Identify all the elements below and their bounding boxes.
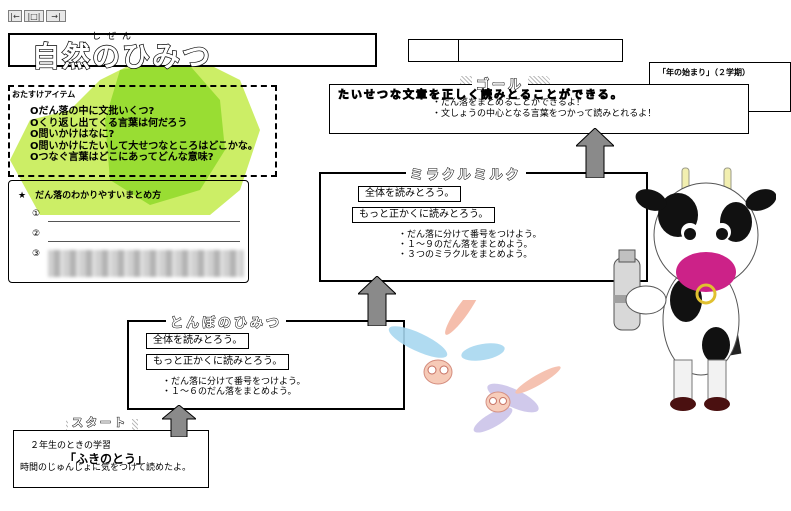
summary-box	[8, 180, 249, 283]
summary-number-1: ①	[32, 209, 41, 219]
title-frame	[8, 33, 377, 67]
miracle-line-3: ・３つのミラクルをまとめよう。	[398, 250, 533, 260]
dragonfly-line-1: ・だん落に分けて番号をつけよう。	[162, 377, 306, 387]
blurred-answer	[48, 250, 244, 277]
summary-heading-text: だん落のわかりやすいまとめ方	[35, 191, 162, 201]
dragonfly-pill-2: もっと正かくに読みとろう。	[146, 354, 290, 370]
dragonflies-illustration	[388, 300, 561, 433]
title-ruby: しぜん	[92, 32, 138, 42]
summary-line-2	[48, 241, 240, 242]
help-item: Oつなぐ言葉はどこにあってどんな意味?	[30, 152, 214, 163]
slide-index-button[interactable]: |□|	[24, 10, 44, 22]
page-title: 自然のひみつ	[31, 39, 213, 73]
summary-heading: ★ だん落のわかりやすいまとめ方	[18, 191, 162, 201]
start-line-3: 時間のじゅんじょに気をつけて読めたよ。	[20, 463, 192, 473]
dragonfly-label: とんぼのひみつ	[166, 312, 287, 332]
goal-label: ゴール	[472, 74, 529, 94]
slide-nav: |← |□| →|	[8, 10, 66, 22]
start-line-1: ２年生のときの学習	[30, 441, 112, 451]
help-item: Oくり返し出てくる言葉は何だろう	[30, 117, 188, 129]
help-items-box	[8, 85, 277, 177]
miracle-milk-label: ミラクルミルク	[406, 164, 526, 184]
goal-main-text: たいせつな文章を正しく読みとることができる。	[338, 88, 624, 102]
goal-line-2: ・文しょうの中心となる言葉をつかって読みとれるよ！	[432, 109, 657, 119]
help-item: O問いかけにたいして大せつなところはどこかな。	[30, 140, 258, 152]
help-item: Oだん落の中に文批いくつ?	[30, 106, 155, 117]
start-box	[13, 430, 209, 488]
start-label: スタート	[68, 414, 132, 430]
help-items-list: Oだん落の中に文批いくつ? Oくり返し出てくる言葉は何だろう O問いかけはなに?…	[30, 106, 258, 164]
note-text: 「年の始まり」（２学期）	[658, 68, 750, 77]
next-slide-button[interactable]: →|	[46, 10, 66, 22]
arrow-up-1	[162, 405, 196, 437]
miracle-pill-1: 全体を読みとろう。	[358, 186, 462, 202]
start-line-2: 「ふきのとう」	[64, 452, 149, 466]
help-items-heading: おたすけアイテム	[12, 90, 76, 99]
miracle-line-1: ・だん落に分けて番号をつけよう。	[398, 230, 542, 240]
green-background-shape	[10, 45, 260, 215]
dragonfly-pill-1: 全体を読みとろう。	[146, 333, 250, 349]
miracle-line-2: ・１～９のだん落をまとめよう。	[398, 240, 533, 250]
empty-box	[408, 39, 623, 62]
goal-box	[329, 84, 749, 134]
miracle-pill-2: もっと正かくに読みとろう。	[352, 207, 496, 223]
summary-number-2: ②	[32, 229, 41, 239]
summary-line-1	[48, 221, 240, 222]
prev-slide-button[interactable]: |←	[8, 10, 22, 22]
cow-mascot-illustration	[613, 167, 776, 411]
arrow-up-3	[576, 128, 614, 178]
empty-box-divider	[458, 39, 459, 62]
arrow-up-2	[358, 276, 396, 326]
summary-number-3: ③	[32, 249, 41, 259]
dragonfly-line-2: ・１～６のだん落をまとめよう。	[162, 387, 297, 397]
help-item: O問いかけはなに?	[30, 129, 115, 140]
goal-line-1: ・だん落をまとめることができるよ！	[432, 98, 585, 108]
